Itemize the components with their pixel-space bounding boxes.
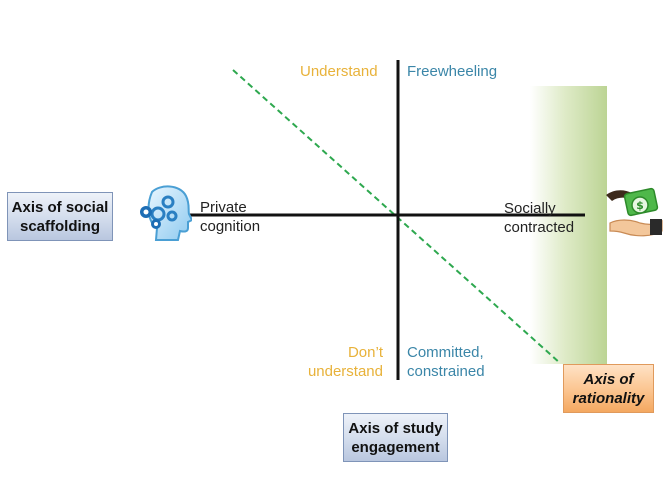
axis-social-scaffolding-box: Axis of social scaffolding (7, 192, 113, 241)
label-dont-understand-line1: Don’t (347, 344, 383, 361)
hand-money-icon: $ (606, 187, 663, 237)
dashed-diagonal-line (232, 69, 561, 364)
rationality-band (530, 86, 607, 364)
label-committed-line1: Committed, (407, 344, 484, 361)
svg-text:$: $ (636, 199, 644, 212)
axis-study-line2: engagement (351, 438, 440, 456)
label-committed-constrained: Committed, constrained (407, 343, 485, 381)
axis-social-line1: Axis of social (11, 198, 109, 216)
axis-rationality-line2: rationality (572, 389, 645, 407)
label-freewheeling: Freewheeling (407, 63, 498, 80)
axis-rationality-box: Axis of rationality (563, 364, 654, 413)
label-socially-line1: Socially (504, 200, 556, 217)
axis-rationality-line1: Axis of (583, 370, 634, 388)
label-socially-line2: contracted (504, 219, 575, 236)
axis-study-line1: Axis of study (348, 419, 443, 437)
label-private-line1: Private (200, 199, 247, 216)
label-socially-contracted: Socially contracted (504, 199, 574, 237)
label-private-cognition: Private cognition (200, 198, 260, 236)
axis-study-engagement-box: Axis of study engagement (343, 413, 448, 462)
label-dont-understand: Don’t understand (308, 343, 383, 381)
axis-social-line2: scaffolding (19, 217, 100, 235)
label-dont-understand-line2: understand (307, 363, 383, 380)
label-committed-line2: constrained (407, 363, 485, 380)
head-gears-icon (140, 185, 192, 241)
label-private-line2: cognition (200, 218, 261, 235)
label-understand: Understand (300, 63, 378, 80)
